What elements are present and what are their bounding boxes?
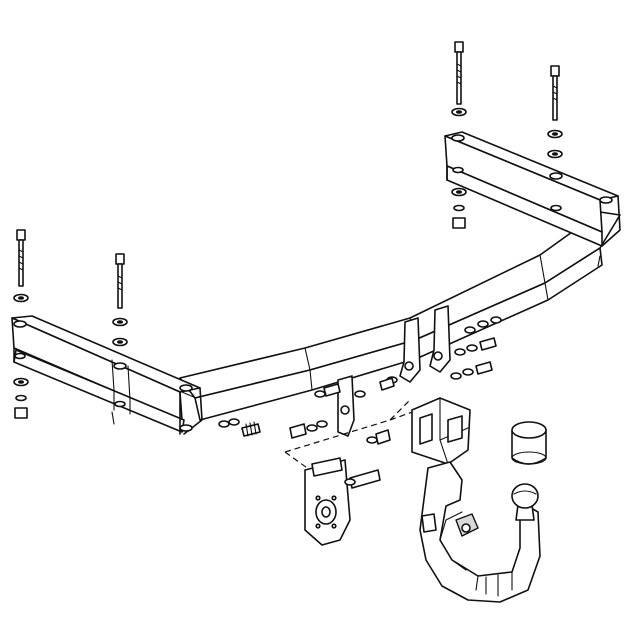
detail-marks <box>111 255 601 425</box>
right-bolt-2 <box>547 65 563 159</box>
bracket-bolts-left <box>218 376 398 445</box>
ball-neck <box>419 461 541 603</box>
main-crossbeam <box>179 211 621 421</box>
right-side-rail <box>444 131 621 247</box>
left-bolt-2 <box>112 253 128 347</box>
tow-ball <box>511 483 539 521</box>
left-bolt-1 <box>13 229 29 419</box>
ball-cap <box>511 421 547 465</box>
right-bolt-1 <box>451 41 467 229</box>
receiver-block <box>411 397 471 465</box>
left-side-rail <box>11 315 203 435</box>
socket-plate <box>304 457 381 546</box>
bracket-bolts-right <box>450 316 502 380</box>
center-brackets <box>337 305 451 437</box>
